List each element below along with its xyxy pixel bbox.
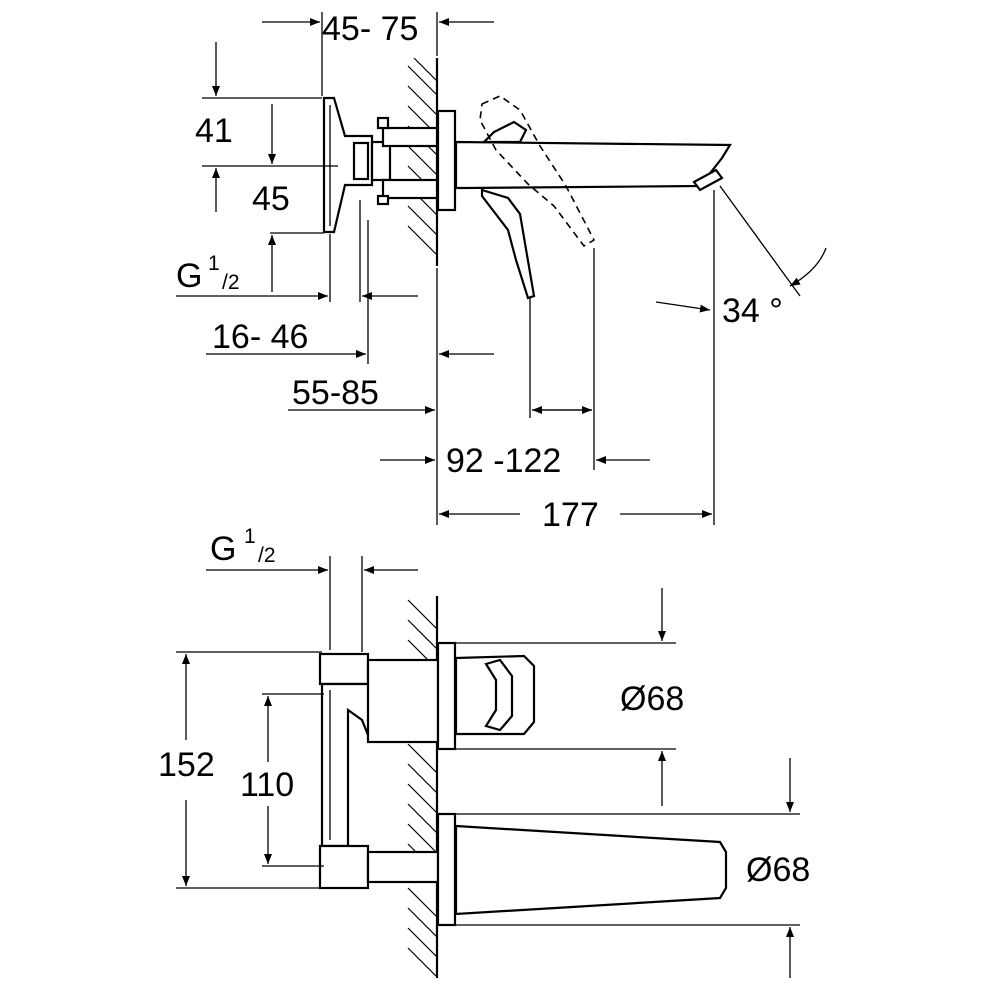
wall-hatch-top: [407, 57, 439, 266]
dim-92-122: 92 -122: [446, 442, 561, 480]
thread-g-numerator: 1: [208, 252, 220, 275]
spout-aerator: [692, 168, 724, 192]
handle-escutcheon: [436, 641, 457, 751]
spout-side: [454, 140, 732, 190]
dim-177: 177: [542, 496, 599, 534]
dia-handle: Ø68: [620, 680, 684, 718]
dia-spout: Ø68: [746, 851, 810, 889]
spout-escutcheon: [436, 812, 457, 927]
lever-handle: [481, 120, 528, 144]
front-view: G 1 /2 152 110 Ø68 Ø68: [158, 525, 810, 978]
side-view: 45- 75 41 45 G 1 /2 16- 46 55-85 34 ° 92…: [176, 10, 827, 534]
escutcheon-plate: [436, 109, 457, 212]
front-thread-g-denominator: /2: [258, 544, 276, 567]
thread-g-label: G: [176, 257, 202, 295]
dim-34-degrees: 34 °: [722, 292, 783, 330]
dim-16-46: 16- 46: [212, 318, 308, 356]
wall-hatch-bottom: [407, 596, 439, 978]
dim-45: 45: [252, 180, 290, 218]
dim-152: 152: [158, 746, 215, 784]
spout-front: [454, 824, 728, 916]
front-thread-g-numerator: 1: [244, 525, 256, 548]
lever-stem: [480, 188, 536, 300]
dim-55-85: 55-85: [292, 374, 379, 412]
lever-alt-position: [479, 95, 596, 248]
handle-knob-detail: [484, 658, 514, 732]
thread-g-denominator: /2: [222, 271, 240, 294]
rough-in-body-front: [318, 652, 440, 890]
dim-110: 110: [240, 766, 294, 804]
dim-41: 41: [195, 112, 233, 150]
dim-45-75: 45- 75: [322, 10, 418, 48]
front-thread-g-label: G: [210, 530, 236, 568]
